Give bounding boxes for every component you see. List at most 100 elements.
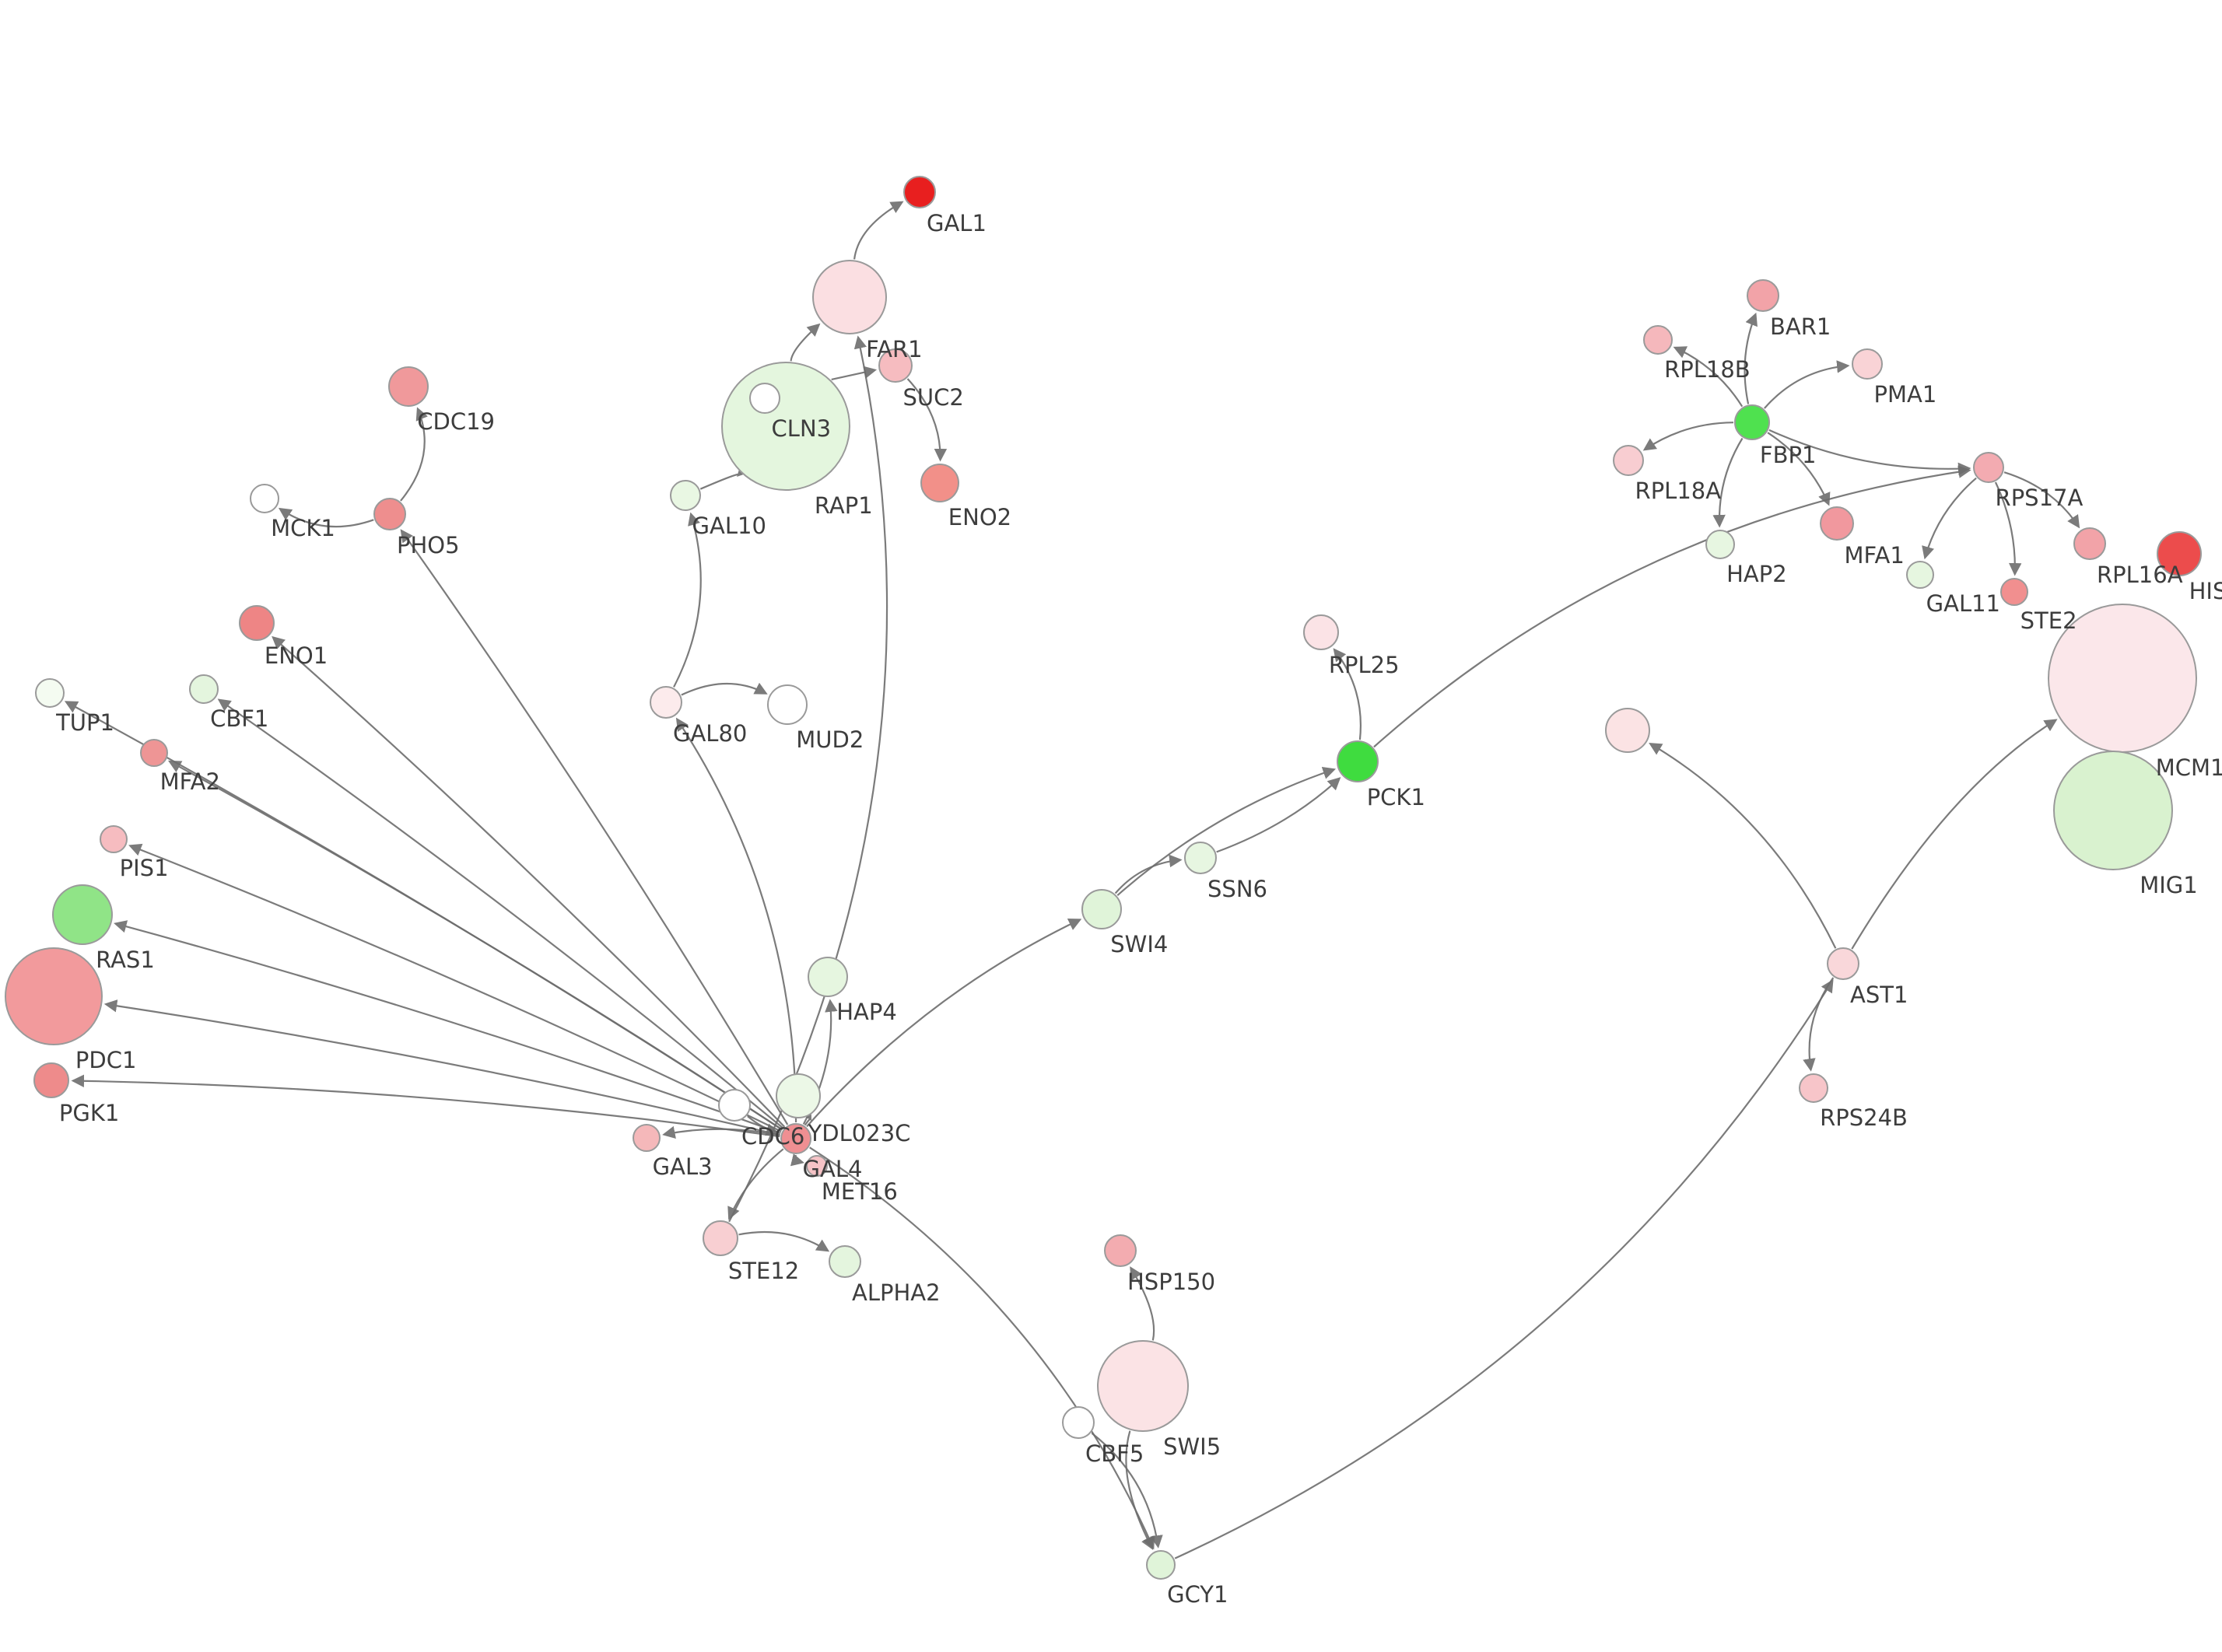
edge-RPS17A-STE2[interactable]: [1994, 481, 2022, 576]
node-RPL25[interactable]: [1303, 614, 1339, 650]
node-GAL1[interactable]: [903, 176, 936, 208]
edge-SWI4-SSN6[interactable]: [1114, 854, 1183, 894]
edge-SUC2-ENO2[interactable]: [906, 378, 948, 462]
edge-GAL10-RAP1[interactable]: [699, 463, 751, 490]
edge-RPS17A-RPL16A[interactable]: [2003, 471, 2080, 529]
node-PCK1[interactable]: [1337, 740, 1379, 782]
node-CDC6[interactable]: [718, 1089, 751, 1122]
node-SWI4[interactable]: [1081, 889, 1122, 929]
edge-GAL4-RAS1[interactable]: [114, 920, 781, 1134]
node-GAL80[interactable]: [650, 686, 682, 719]
edge-GAL4-YDL023C[interactable]: [799, 1106, 812, 1126]
edge-GAL4-GCY1[interactable]: [809, 1146, 1155, 1550]
edge-SWI5-HSP150[interactable]: [1130, 1266, 1155, 1341]
node-STE2[interactable]: [2000, 578, 2028, 606]
edge-RAP1-FAR1[interactable]: [790, 323, 821, 362]
edge-FBP1-BAR1[interactable]: [1744, 312, 1758, 404]
node-GAL10[interactable]: [670, 480, 701, 511]
edge-RAP1-SUC2[interactable]: [831, 366, 878, 381]
node-BAR1[interactable]: [1747, 279, 1779, 312]
node-GAL4[interactable]: [780, 1123, 811, 1154]
node-RPL18A[interactable]: [1613, 445, 1644, 476]
edge-FAR1-GAL1[interactable]: [853, 201, 904, 260]
node-MFA2[interactable]: [140, 739, 168, 767]
node-SWI5[interactable]: [1097, 1340, 1189, 1432]
edge-FBP1-PMA1[interactable]: [1764, 360, 1850, 409]
node-RAS1[interactable]: [52, 884, 113, 945]
edge-GAL4-MFA2[interactable]: [167, 760, 783, 1131]
node-NODE1[interactable]: [1605, 708, 1650, 753]
node-HAP2[interactable]: [1705, 530, 1735, 559]
edge-FBP1-HAP2[interactable]: [1712, 437, 1744, 528]
node-MET16[interactable]: [806, 1155, 828, 1177]
edge-FBP1-MFA1[interactable]: [1767, 432, 1831, 506]
node-MUD2[interactable]: [767, 684, 808, 725]
node-SSN6[interactable]: [1184, 842, 1217, 874]
node-GAL3[interactable]: [633, 1124, 661, 1152]
edge-FBP1-RPS17A[interactable]: [1768, 429, 1971, 476]
edge-SWI4-PCK1[interactable]: [1116, 766, 1337, 896]
node-PIS1[interactable]: [100, 825, 128, 853]
node-HIS4[interactable]: [2157, 531, 2202, 576]
node-CLN3[interactable]: [749, 383, 780, 414]
node-HAP4[interactable]: [808, 957, 848, 997]
edge-GAL80-GAL10[interactable]: [673, 512, 702, 688]
edge-SSN6-PCK1[interactable]: [1216, 777, 1341, 853]
node-MIG1[interactable]: [2053, 751, 2173, 870]
node-GCY1[interactable]: [1146, 1550, 1176, 1580]
edge-PCK1-RPS17A[interactable]: [1373, 465, 1971, 748]
node-CBF1[interactable]: [189, 674, 219, 704]
node-YDL023C[interactable]: [776, 1073, 821, 1118]
edge-AST1-RPS24B[interactable]: [1803, 977, 1835, 1072]
node-RPL16A[interactable]: [2073, 527, 2106, 560]
node-AST1[interactable]: [1827, 947, 1859, 980]
edge-GAL4-STE12[interactable]: [727, 1148, 784, 1220]
edge-GAL4-SWI4[interactable]: [806, 919, 1082, 1128]
node-STE12[interactable]: [703, 1220, 738, 1256]
edge-GAL4-TUP1[interactable]: [64, 701, 783, 1131]
edge-GCY1-AST1[interactable]: [1174, 978, 1834, 1559]
edge-PCK1-RPL25[interactable]: [1333, 648, 1362, 740]
node-FAR1[interactable]: [812, 260, 887, 334]
node-PGK1[interactable]: [33, 1062, 69, 1098]
node-MFA1[interactable]: [1820, 506, 1854, 541]
node-ALPHA2[interactable]: [829, 1245, 861, 1278]
edge-AST1-NODE1[interactable]: [1649, 743, 1837, 949]
node-RPS17A[interactable]: [1973, 452, 2004, 483]
edge-GAL4-PGK1[interactable]: [71, 1074, 780, 1138]
edge-PHO5-MCK1[interactable]: [278, 507, 374, 528]
edge-GAL4-PHO5[interactable]: [400, 529, 789, 1125]
node-ENO2[interactable]: [920, 464, 959, 502]
node-HSP150[interactable]: [1104, 1234, 1137, 1267]
node-ENO1[interactable]: [239, 605, 275, 641]
edge-CDC6-GAL4[interactable]: [747, 1115, 780, 1136]
edge-PHO5-CDC19[interactable]: [400, 407, 428, 502]
node-TUP1[interactable]: [35, 678, 65, 708]
node-MCK1[interactable]: [250, 484, 279, 513]
edge-GAL4-ENO1[interactable]: [272, 635, 786, 1128]
node-PMA1[interactable]: [1852, 348, 1883, 380]
node-CBF5[interactable]: [1062, 1406, 1095, 1439]
edge-GAL4-MET16[interactable]: [790, 1153, 804, 1167]
node-RPS24B[interactable]: [1799, 1073, 1828, 1103]
node-PDC1[interactable]: [5, 947, 103, 1045]
node-GAL11[interactable]: [1906, 561, 1934, 589]
edge-RPS17A-GAL11[interactable]: [1922, 477, 1977, 560]
node-RPL18B[interactable]: [1643, 325, 1673, 355]
edge-GAL4-PIS1[interactable]: [128, 843, 782, 1132]
edge-SWI5-GCY1[interactable]: [1125, 1430, 1154, 1550]
edge-GAL4-PDC1[interactable]: [103, 999, 780, 1136]
edge-FBP1-RPL18B[interactable]: [1673, 346, 1744, 408]
edge-GAL4-GAL80[interactable]: [675, 717, 797, 1123]
node-PHO5[interactable]: [373, 498, 406, 530]
node-FBP1[interactable]: [1734, 404, 1770, 440]
node-CDC19[interactable]: [388, 366, 429, 407]
edge-GAL80-MUD2[interactable]: [681, 682, 768, 696]
node-SUC2[interactable]: [878, 348, 913, 383]
edge-STE12-ALPHA2[interactable]: [738, 1230, 830, 1252]
edge-GAL4-CBF1[interactable]: [217, 698, 784, 1129]
edge-CBF5-GCY1[interactable]: [1091, 1432, 1163, 1549]
edge-AST1-MCM1[interactable]: [1851, 719, 2058, 950]
